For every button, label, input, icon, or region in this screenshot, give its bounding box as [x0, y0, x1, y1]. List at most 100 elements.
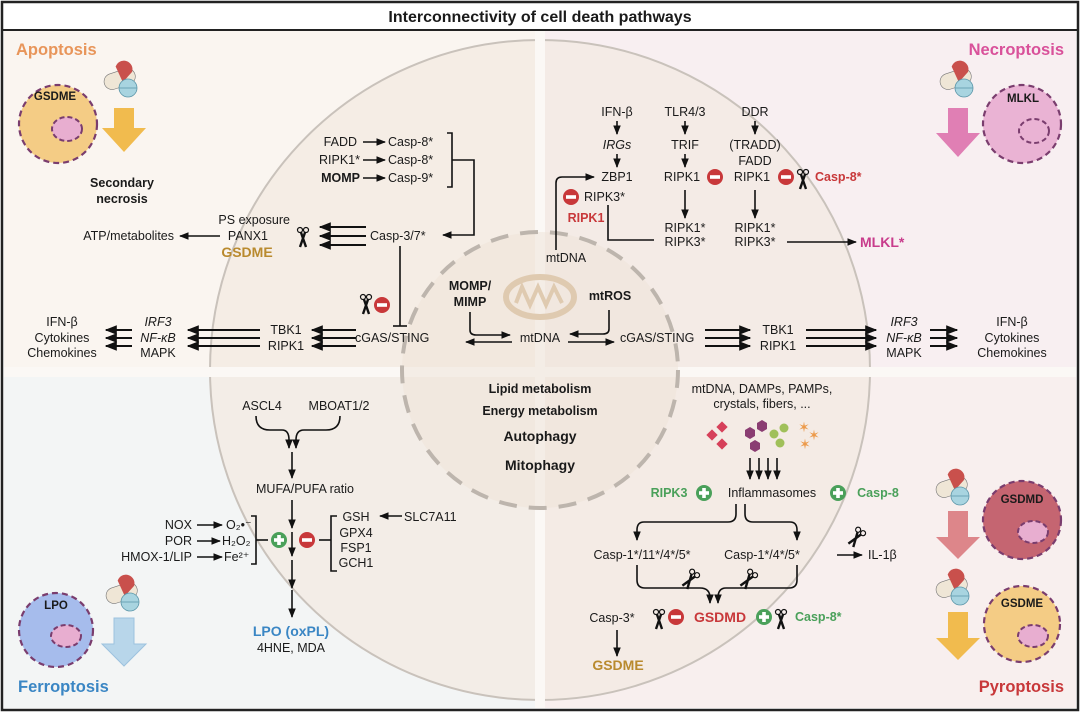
arrow — [714, 565, 798, 604]
arrow — [744, 504, 801, 541]
arrow — [292, 415, 341, 449]
ferro-nox: NOX — [165, 518, 193, 532]
cytokines-left: Cytokines — [35, 331, 90, 345]
mapk-left: MAPK — [140, 346, 176, 360]
pyro-triggers-1: mtDNA, DAMPs, PAMPs, — [692, 382, 833, 396]
bracket — [330, 515, 337, 572]
ferro-gpx4: GPX4 — [339, 526, 372, 540]
pyroptosis-label: Pyroptosis — [979, 678, 1064, 696]
secondary-necrosis-text-1: Secondary — [90, 176, 154, 190]
ferroptosis-cell: LPO — [17, 591, 95, 669]
svg-text:✶: ✶ — [808, 427, 820, 443]
chemokines-left: Chemokines — [27, 346, 96, 360]
tbk1-right: TBK1 — [762, 323, 793, 337]
cytokines-right: Cytokines — [985, 331, 1040, 345]
mitochondrion-icon — [503, 274, 577, 320]
connector — [607, 205, 654, 241]
substrate-ps: PS exposure — [218, 213, 290, 227]
pyro-casp8: Casp-8 — [857, 486, 899, 500]
necro-irgs: IRGs — [603, 138, 631, 152]
arrow — [636, 565, 714, 604]
pyro-gsdme: GSDME — [592, 657, 643, 673]
cgas-sting-right: cGAS/STING — [620, 331, 694, 345]
ferro-gch1: GCH1 — [339, 556, 374, 570]
ifnb-left: IFN-β — [46, 315, 78, 329]
ferro-ratio: MUFA/PUFA ratio — [256, 482, 354, 496]
arrow — [555, 173, 595, 250]
center-autophagy: Autophagy — [503, 428, 576, 444]
pyro-il1b: IL-1β — [868, 548, 897, 562]
mapk-right: MAPK — [886, 346, 922, 360]
apoptosis-arrow-icon — [102, 108, 146, 152]
pyro-gsdmd: GSDMD — [694, 609, 746, 625]
pyroptosis-gsdmd-cell: GSDMD — [981, 479, 1063, 561]
irf3-right: IRF3 — [890, 315, 917, 329]
arrow — [469, 312, 511, 339]
necro-trif: TRIF — [671, 138, 699, 152]
center-mitophagy: Mitophagy — [505, 457, 575, 473]
ferro-gsh: GSH — [342, 510, 369, 524]
ferroptosis-cell-label: LPO — [44, 600, 68, 612]
momp-label-2: MIMP — [454, 295, 487, 309]
momp-label-1: MOMP/ — [449, 279, 492, 293]
necro-mlkl: MLKL* — [860, 234, 905, 250]
necro-ripk1-inhibitor: RIPK1 — [568, 211, 605, 225]
initiator-casp8-a: Casp-8* — [388, 135, 433, 149]
arrow — [442, 159, 475, 239]
necro-zbp1: ZBP1 — [601, 170, 632, 184]
executioner-casp37: Casp-3/7* — [370, 229, 426, 243]
irf3-left: IRF3 — [144, 315, 171, 329]
ferro-ascl4: ASCL4 — [242, 399, 282, 413]
nfkb-left: NF-κB — [140, 331, 175, 345]
ifnb-right: IFN-β — [996, 315, 1028, 329]
necro-ifnb: IFN-β — [601, 105, 633, 119]
promote-icon — [271, 532, 287, 548]
promote-icon — [696, 485, 712, 501]
ripk1-left: RIPK1 — [268, 339, 304, 353]
mitochondria-compartment — [400, 230, 680, 510]
ferro-por: POR — [165, 534, 192, 548]
center-energy: Energy metabolism — [482, 404, 597, 418]
necro-complex-ripk1: RIPK1* — [665, 221, 706, 235]
center-lipid: Lipid metabolism — [489, 382, 592, 396]
gsdme-cell-label: GSDME — [1001, 598, 1044, 610]
necro-tradd: (TRADD) — [729, 138, 780, 152]
ferro-byproducts: 4HNE, MDA — [257, 641, 326, 655]
inhibit-icon — [374, 297, 390, 313]
pyro-casp3: Casp-3* — [589, 611, 634, 625]
inhibit-icon — [707, 169, 723, 185]
arrow — [569, 310, 610, 338]
apoptosis-cell: GSDME — [17, 83, 99, 165]
pyroptosis-gsdme-cell: GSDME — [982, 584, 1062, 664]
pyro-casp-noncanonical: Casp-1*/4*/5* — [724, 548, 800, 562]
initiator-casp8-b: Casp-8* — [388, 153, 433, 167]
inhibit-icon — [563, 189, 579, 205]
ferro-fe: Fe²⁺ — [224, 550, 249, 564]
page-title: Interconnectivity of cell death pathways — [388, 9, 691, 26]
necro-complex2-ripk3: RIPK3* — [735, 235, 776, 249]
necro-complex2-ripk1: RIPK1* — [735, 221, 776, 235]
necroptosis-cell: MLKL — [981, 83, 1063, 165]
initiator-casp9: Casp-9* — [388, 171, 433, 185]
ferro-hmox: HMOX-1/LIP — [121, 550, 192, 564]
damp-particles-icon: ✶ ✶ ✶ — [706, 419, 820, 452]
secondary-necrosis-text-2: necrosis — [96, 192, 147, 206]
apoptosis-label: Apoptosis — [16, 41, 97, 59]
gsdmd-cell-label: GSDMD — [1001, 494, 1044, 506]
inhibit-icon — [778, 169, 794, 185]
pyro-ripk3: RIPK3 — [651, 486, 688, 500]
cgas-sting-left: cGAS/STING — [355, 331, 429, 345]
necro-mtdna: mtDNA — [546, 251, 587, 265]
necro-ripk3-zbp1: RIPK3* — [584, 190, 625, 204]
svg-text:✶: ✶ — [799, 436, 811, 452]
nfkb-right: NF-κB — [886, 331, 921, 345]
pyroptosis-gsdme-arrow-icon — [936, 612, 980, 660]
mtdna-center: mtDNA — [520, 331, 561, 345]
mtros-label: mtROS — [589, 289, 631, 303]
arrow — [633, 504, 737, 541]
ferro-lpo: LPO (oxPL) — [253, 623, 329, 639]
initiator-ripk1: RIPK1* — [319, 153, 360, 167]
initiator-fadd: FADD — [324, 135, 357, 149]
ripk1-right: RIPK1 — [760, 339, 796, 353]
